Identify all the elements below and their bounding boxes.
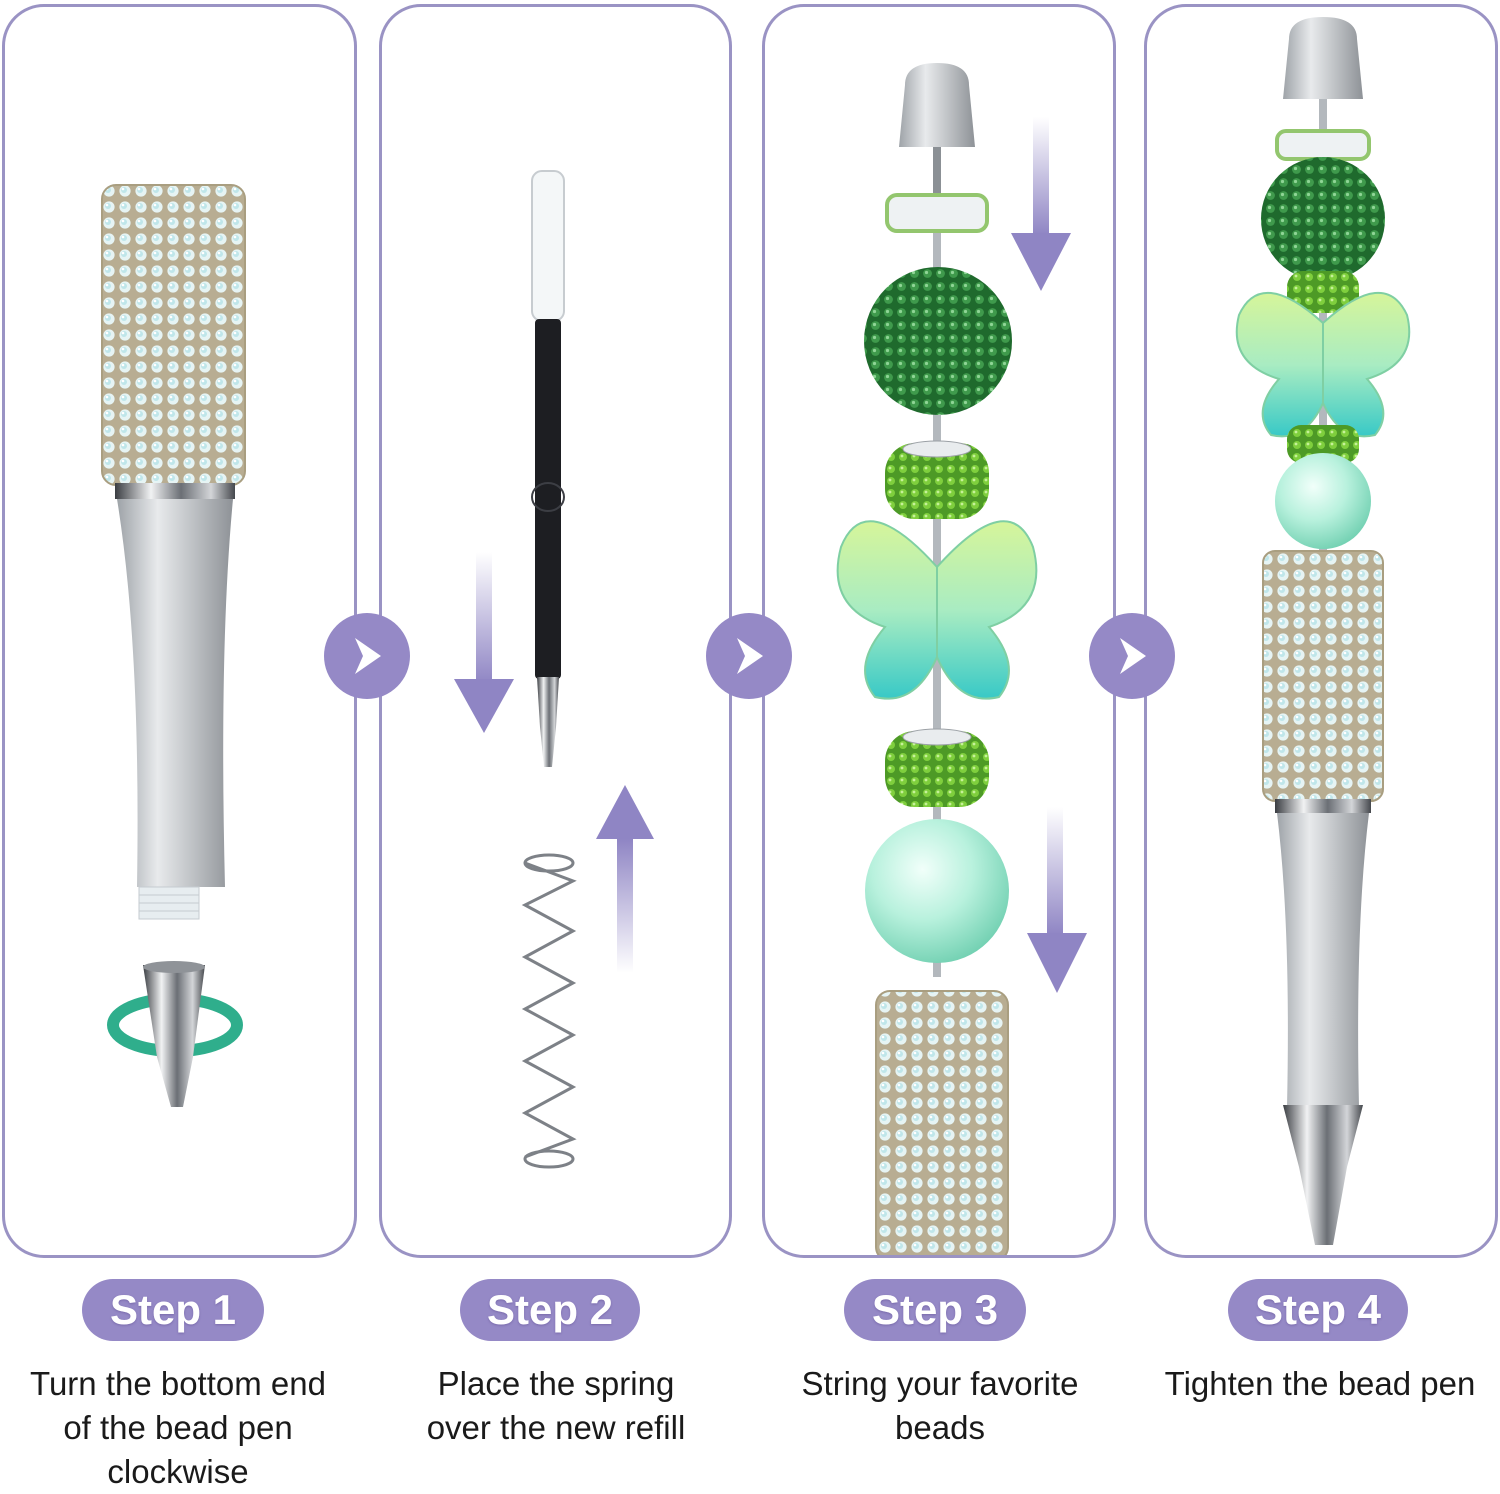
step-4-panel bbox=[1144, 4, 1498, 1258]
step-2-panel bbox=[379, 4, 732, 1258]
step-1-to-2-chevron bbox=[324, 613, 410, 699]
arrow-up-down-icon bbox=[454, 552, 654, 973]
step-2-badge: Step 2 bbox=[460, 1279, 640, 1341]
step-1-panel bbox=[2, 4, 357, 1258]
caption-line: of the bead pen bbox=[63, 1409, 293, 1446]
caption-line: beads bbox=[895, 1409, 985, 1446]
step-2-caption: Place the spring over the new refill bbox=[378, 1362, 734, 1450]
pen-barrel-illustration bbox=[101, 184, 246, 920]
caption-line: Tighten the bead pen bbox=[1164, 1365, 1476, 1402]
step-3-badge: Step 3 bbox=[844, 1279, 1026, 1341]
bead-stringing-illustration bbox=[836, 63, 1038, 1255]
step-3-panel bbox=[762, 4, 1116, 1258]
assembled-bead-pen-illustration bbox=[1235, 17, 1411, 1245]
chevron-right-icon bbox=[355, 638, 381, 674]
chevron-right-icon bbox=[737, 638, 763, 674]
step-1-badge: Step 1 bbox=[82, 1279, 264, 1341]
step-3-caption: String your favorite beads bbox=[762, 1362, 1118, 1450]
caption-line: clockwise bbox=[107, 1453, 249, 1490]
arrow-down-icon bbox=[1011, 117, 1087, 993]
chevron-right-icon bbox=[1120, 638, 1146, 674]
step-1-caption: Turn the bottom end of the bead pen cloc… bbox=[0, 1362, 356, 1494]
step-2-to-3-chevron bbox=[706, 613, 792, 699]
step-4-badge: Step 4 bbox=[1228, 1279, 1408, 1341]
caption-line: String your favorite bbox=[801, 1365, 1079, 1402]
rotate-clockwise-icon bbox=[107, 961, 243, 1107]
step-4-caption: Tighten the bead pen bbox=[1140, 1362, 1500, 1406]
caption-line: over the new refill bbox=[426, 1409, 686, 1446]
caption-line: Turn the bottom end bbox=[30, 1365, 326, 1402]
refill-and-spring-illustration bbox=[521, 170, 577, 1169]
step-3-to-4-chevron bbox=[1089, 613, 1175, 699]
caption-line: Place the spring bbox=[437, 1365, 675, 1402]
